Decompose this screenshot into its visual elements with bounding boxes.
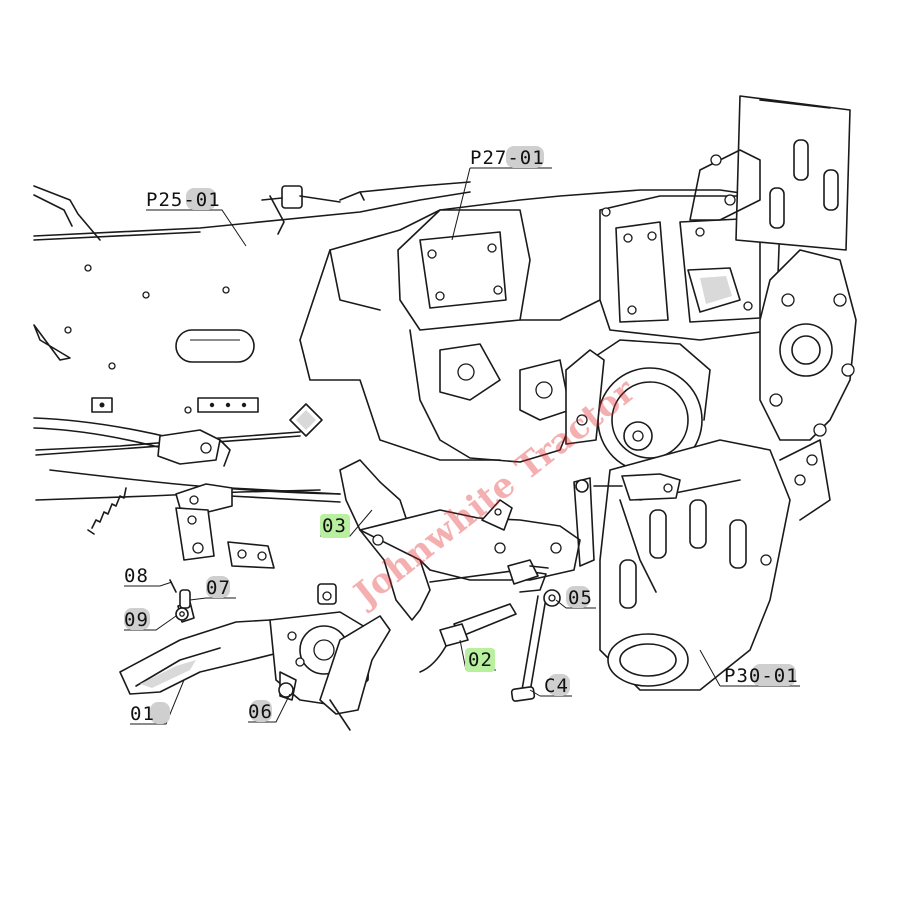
axle-casing-p30 [599, 95, 857, 691]
callout-p27-01: P27-01 [470, 147, 545, 169]
bolt-c4 [510, 686, 536, 702]
label-highlight [506, 146, 544, 168]
label-highlight [465, 648, 495, 672]
callout-labels: P25-01 P27-01 P30-01 01 02 03 C4 05 06 0… [124, 146, 799, 725]
cable-and-bolts [419, 559, 561, 702]
frame-rail-p25 [33, 185, 471, 501]
label-highlight [566, 586, 590, 608]
callout-04: C4 [544, 675, 569, 697]
label-highlight [320, 514, 350, 538]
callout-09: 09 [124, 609, 149, 631]
return-spring [87, 487, 127, 535]
label-highlight [186, 188, 216, 210]
label-highlight [250, 700, 272, 722]
callout-p30-01: P30-01 [724, 665, 799, 687]
label-highlight [150, 702, 170, 724]
callout-06: 06 [248, 701, 273, 723]
label-highlight [548, 674, 570, 696]
transmission-housing-p27 [261, 181, 791, 473]
callout-02: 02 [468, 649, 493, 671]
callout-01: 01 [130, 703, 155, 725]
frame-slot [175, 329, 255, 363]
label-highlight [206, 576, 230, 598]
callout-05: 05 [568, 587, 593, 609]
parking-brake-lever [119, 579, 391, 731]
cotter-08 [169, 579, 177, 593]
lever-bracket [175, 507, 215, 561]
callout-p25-01: P25-01 [146, 189, 221, 211]
label-highlight [124, 608, 150, 630]
label-highlight [752, 664, 796, 686]
callout-03: 03 [322, 515, 347, 537]
callout-07: 07 [206, 577, 231, 599]
callout-08: 08 [124, 565, 149, 587]
